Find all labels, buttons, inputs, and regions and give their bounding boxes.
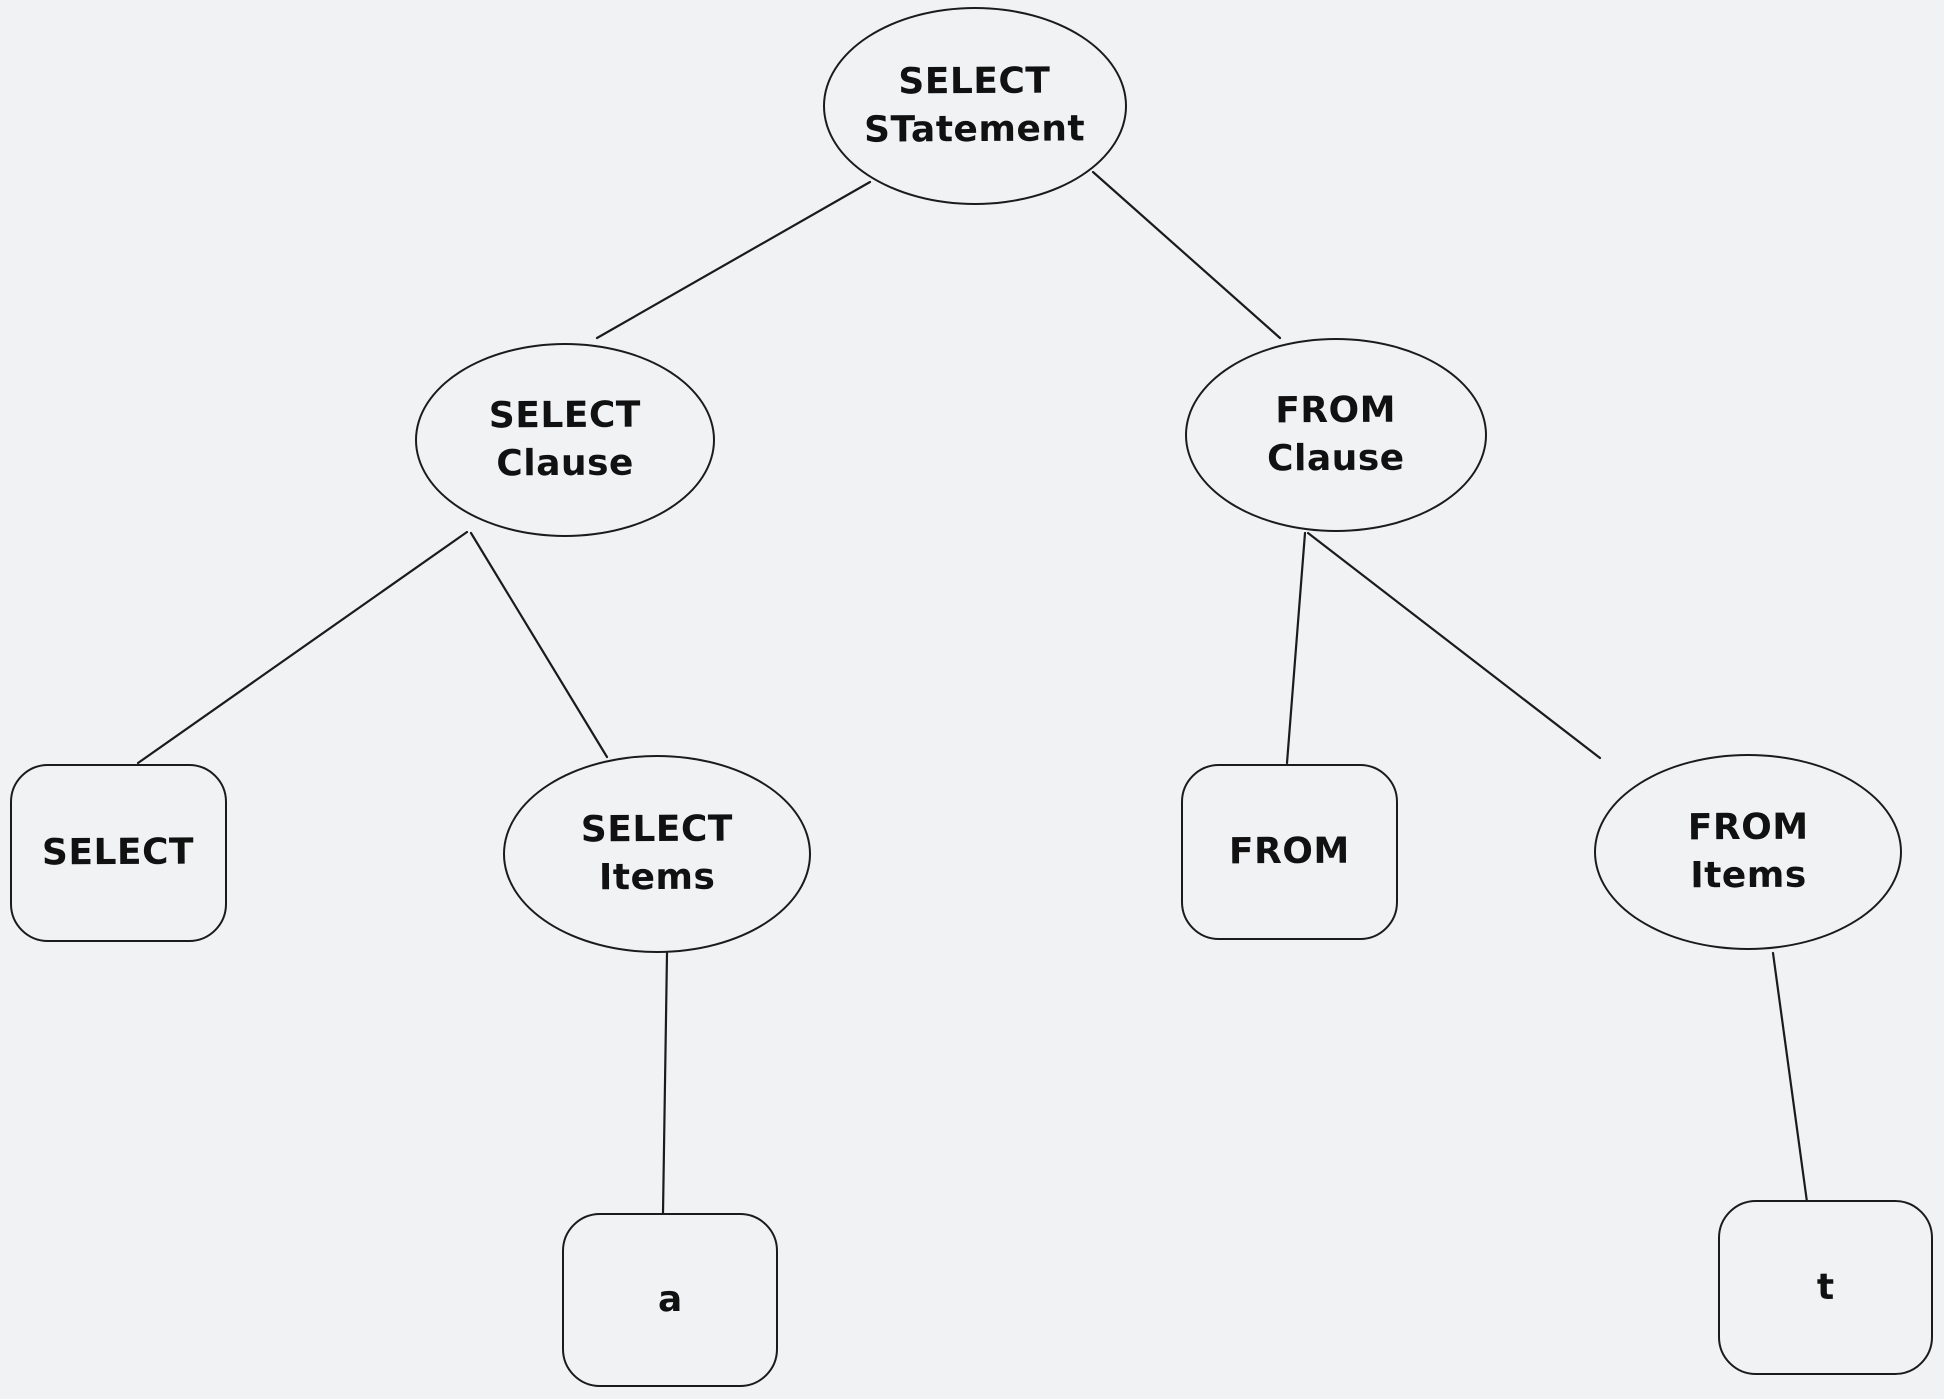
node-from-items-label: FROM Items bbox=[1687, 807, 1809, 897]
node-select-statement[interactable]: SELECT STatement bbox=[823, 7, 1127, 205]
node-select-items[interactable]: SELECT Items bbox=[503, 755, 811, 953]
node-item-a[interactable]: a bbox=[562, 1213, 778, 1387]
node-from-keyword[interactable]: FROM bbox=[1181, 764, 1398, 940]
edge-select-clause-to-select-keyword bbox=[136, 530, 469, 765]
node-select-items-label: SELECT Items bbox=[580, 809, 733, 899]
edge-from-items-to-item-t bbox=[1771, 951, 1809, 1204]
edge-select-items-to-item-a bbox=[661, 951, 669, 1215]
node-from-items[interactable]: FROM Items bbox=[1594, 754, 1902, 950]
edge-select-clause-to-select-items bbox=[469, 531, 609, 759]
node-select-keyword[interactable]: SELECT bbox=[10, 764, 227, 942]
edge-from-clause-to-from-items bbox=[1306, 531, 1602, 760]
node-from-clause-label: FROM Clause bbox=[1267, 390, 1405, 480]
node-select-keyword-label: SELECT bbox=[42, 831, 195, 874]
node-select-clause[interactable]: SELECT Clause bbox=[415, 343, 715, 537]
node-item-t-label: t bbox=[1816, 1266, 1835, 1308]
edge-select-statement-to-select-clause bbox=[595, 180, 872, 340]
node-from-keyword-label: FROM bbox=[1229, 830, 1350, 873]
node-select-statement-label: SELECT STatement bbox=[864, 61, 1086, 151]
node-item-a-label: a bbox=[657, 1279, 683, 1321]
node-select-clause-label: SELECT Clause bbox=[488, 395, 641, 485]
node-item-t[interactable]: t bbox=[1718, 1200, 1933, 1375]
node-from-clause[interactable]: FROM Clause bbox=[1185, 338, 1487, 532]
edge-select-statement-to-from-clause bbox=[1091, 170, 1282, 340]
edge-from-clause-to-from-keyword bbox=[1285, 531, 1307, 765]
